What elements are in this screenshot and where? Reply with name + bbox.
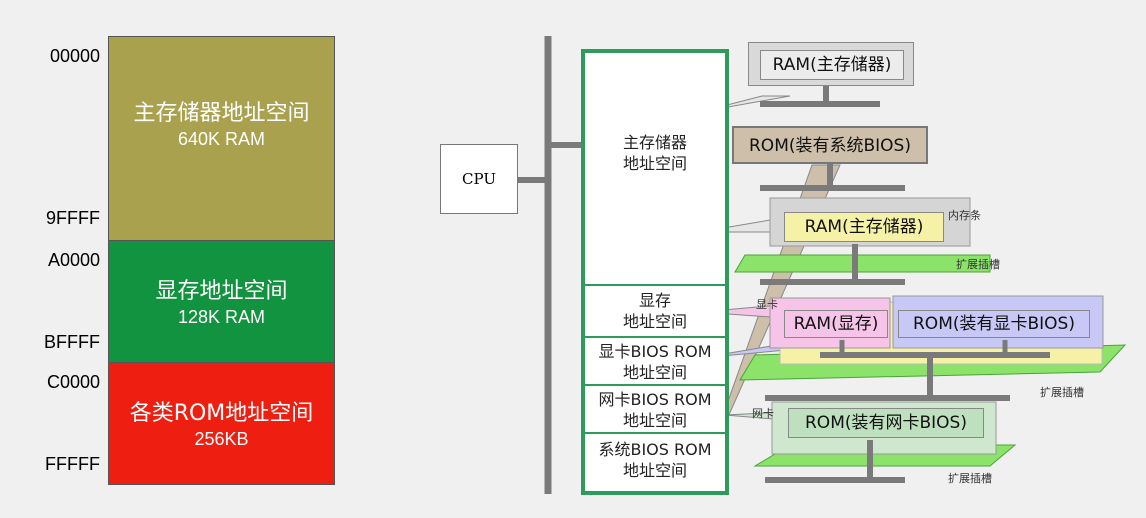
- slot-label: 扩展插槽: [956, 258, 1000, 271]
- segment-net-bios: 网卡BIOS ROM 地址空间: [585, 384, 725, 432]
- segment-line-2: 地址空间: [622, 363, 687, 382]
- address-label: A0000: [47, 250, 100, 270]
- video-card-label: 显卡: [756, 298, 778, 311]
- memory-stick-slot: [734, 254, 991, 273]
- segment-line-2: 地址空间: [622, 411, 687, 430]
- address-label: FFFFF: [45, 454, 100, 474]
- memory-stick-label: 内存条: [948, 209, 981, 222]
- segment-line-2: 地址空间: [622, 312, 687, 331]
- slot-label: 扩展插槽: [1040, 386, 1084, 399]
- block-size: 128K RAM: [177, 307, 266, 327]
- segment-line-1: 显卡BIOS ROM: [598, 342, 712, 361]
- segment-line-1: 显存: [638, 291, 671, 310]
- segment-line-2: 地址空间: [622, 461, 687, 480]
- segment-line-1: 主存储器: [622, 133, 687, 152]
- address-label: 9FFFF: [46, 208, 100, 228]
- rom-system-bios: ROM(装有系统BIOS): [732, 126, 928, 164]
- slot-label: 扩展插槽: [948, 472, 992, 485]
- address-label: BFFFF: [44, 332, 100, 352]
- segment-line-1: 系统BIOS ROM: [598, 440, 712, 459]
- segment-line-1: 网卡BIOS ROM: [598, 390, 712, 409]
- rom-net-bios: ROM(装有网卡BIOS): [788, 408, 984, 438]
- segment-video-bios: 显卡BIOS ROM 地址空间: [585, 336, 725, 384]
- segment-main-memory: 主存储器 地址空间: [585, 132, 725, 192]
- address-label: 00000: [49, 46, 100, 66]
- block-title: 各类ROM地址空间: [129, 401, 314, 426]
- ram-main-stick: RAM(主存储器): [784, 212, 944, 242]
- block-title: 主存储器地址空间: [133, 101, 310, 126]
- rom-video-bios: ROM(装有显卡BIOS): [898, 310, 1090, 338]
- address-label: C0000: [46, 372, 100, 392]
- segment-line-2: 地址空间: [622, 154, 687, 173]
- segment-video-memory: 显存 地址空间: [585, 284, 725, 336]
- segment-system-bios: 系统BIOS ROM 地址空间: [585, 432, 725, 487]
- rom-block: 各类ROM地址空间 256KB: [108, 362, 335, 485]
- block-size: 256KB: [194, 429, 249, 449]
- ram-main-top: RAM(主存储器): [760, 50, 904, 80]
- block-title: 显存地址空间: [155, 279, 288, 304]
- net-card-label: 网卡: [752, 407, 774, 420]
- cpu-box: CPU: [440, 144, 518, 214]
- ram-video: RAM(显存): [784, 310, 888, 338]
- block-size: 640K RAM: [177, 129, 266, 149]
